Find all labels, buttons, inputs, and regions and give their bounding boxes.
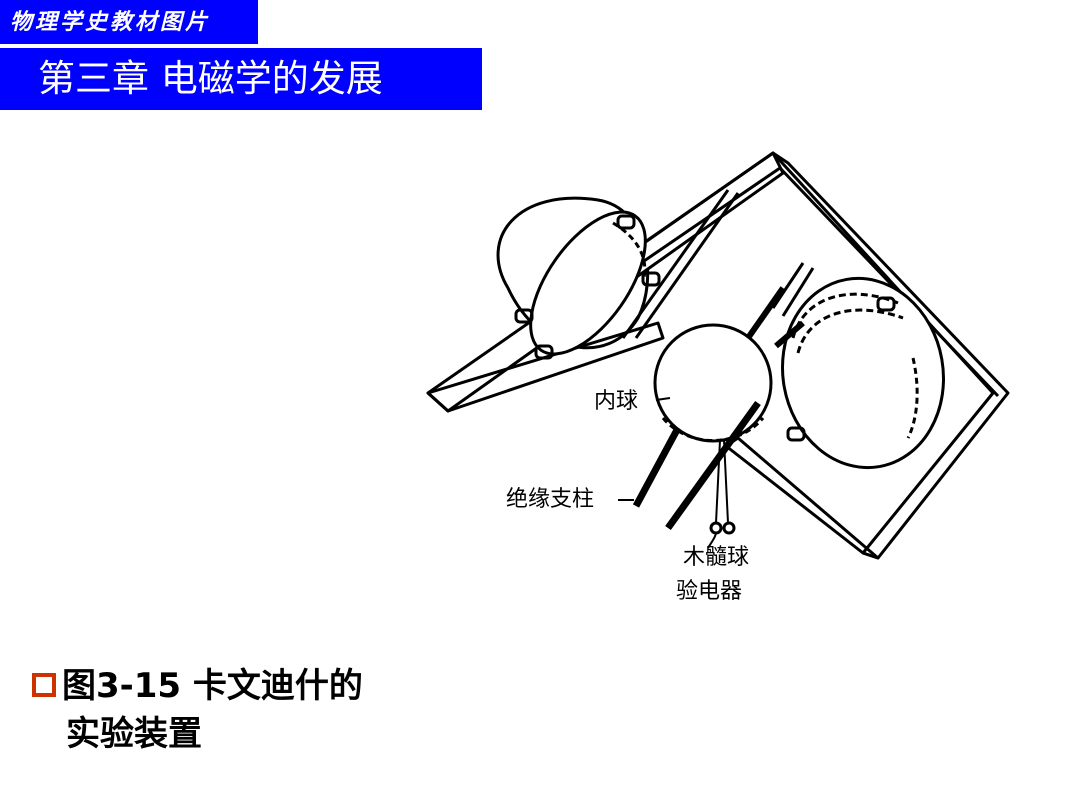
chapter-title: 第三章 电磁学的发展 [0, 48, 482, 110]
apparatus-illustration: 内球 绝缘支柱 木髓球 验电器 [408, 128, 1068, 628]
pith-ball [709, 521, 723, 535]
electroscope-thread [715, 439, 721, 524]
caption-text-1: 图3-15 卡文迪什的 [62, 666, 363, 706]
label-electroscope: 验电器 [676, 579, 742, 604]
figure-caption: 图3-15 卡文迪什的 实验装置 [32, 662, 532, 758]
insulating-post [632, 426, 682, 508]
right-hemisphere [781, 276, 945, 470]
series-tag: 物理学史教材图片 [0, 0, 258, 44]
caption-line-2: 实验装置 [66, 714, 202, 754]
left-hemisphere-opening [529, 210, 647, 356]
label-pith-ball: 木髓球 [683, 545, 749, 570]
inner-sphere [653, 323, 773, 443]
apparatus-drawing: 内球 绝缘支柱 木髓球 验电器 [426, 151, 1010, 604]
square-bullet-icon [32, 673, 56, 697]
label-inner-sphere: 内球 [594, 389, 638, 414]
caption-line-1: 图3-15 卡文迪什的 [32, 662, 532, 710]
label-insulating-post: 绝缘支柱 [506, 487, 594, 512]
